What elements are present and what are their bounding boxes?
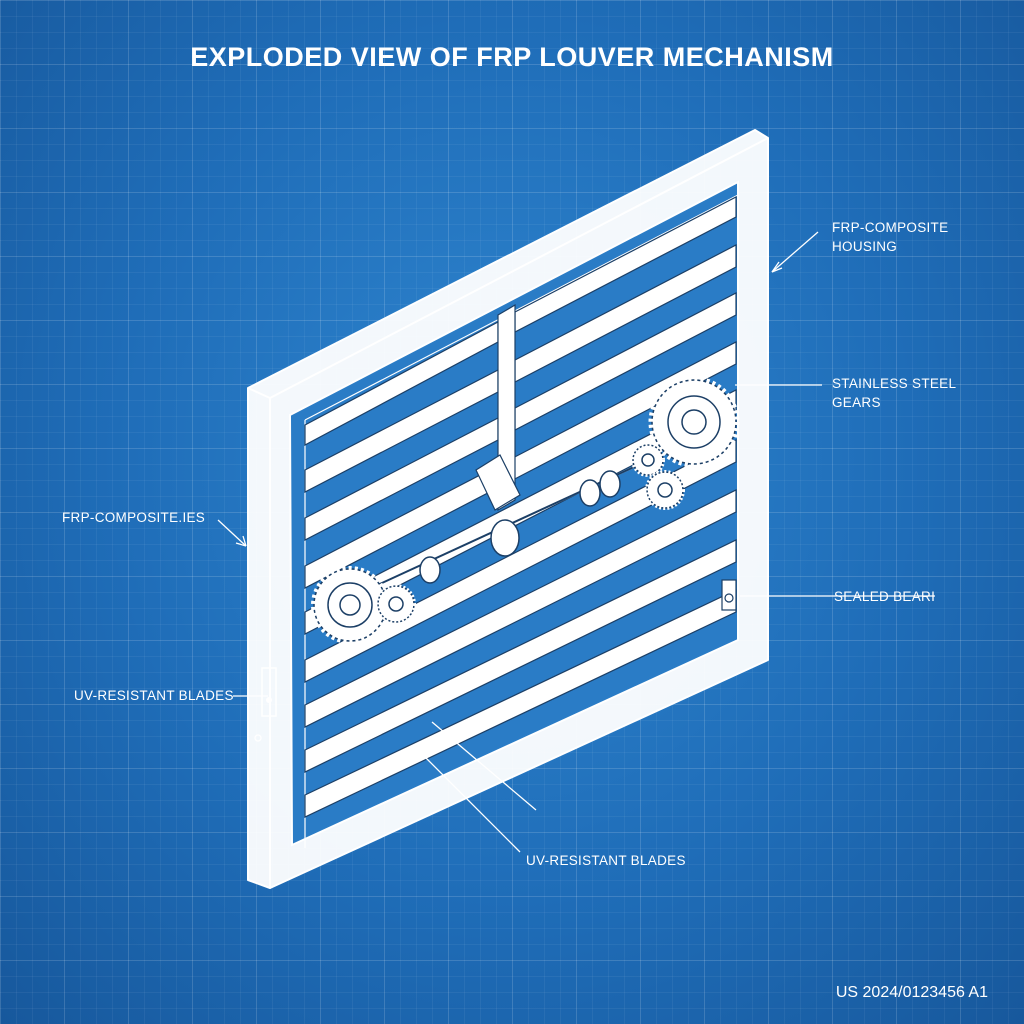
label-gears-line1: STAINLESS STEEL xyxy=(832,376,957,391)
label-housing-line2: HOUSING xyxy=(832,239,898,254)
drive-shaft xyxy=(344,454,661,601)
label-stainless-steel-gears: STAINLESS STEEL GEARS xyxy=(832,374,956,412)
label-sealed-bearing: SEALED BEARI xyxy=(834,589,936,604)
stainless-steel-gears xyxy=(311,376,740,644)
louver-blades xyxy=(304,196,737,818)
leader-lines xyxy=(217,231,935,853)
label-uv-resistant-blades-left: UV-RESISTANT BLADES xyxy=(74,688,234,703)
diagram-title: EXPLODED VIEW OF FRP LOUVER MECHANISM xyxy=(190,42,834,72)
label-gears-line2: GEARS xyxy=(832,395,881,410)
label-frp-composite-housing: FRP-COMPOSITE HOUSING xyxy=(832,218,948,256)
patent-number: US 2024/0123456 A1 xyxy=(835,984,988,1001)
label-frp-composite-left: FRP-COMPOSITE.IES xyxy=(62,510,206,525)
left-mounting-bracket xyxy=(254,667,277,742)
sealed-bearing xyxy=(721,579,737,611)
label-uv-resistant-blades-bottom: UV-RESISTANT BLADES xyxy=(526,853,686,868)
label-housing-line1: FRP-COMPOSITE xyxy=(832,220,949,235)
